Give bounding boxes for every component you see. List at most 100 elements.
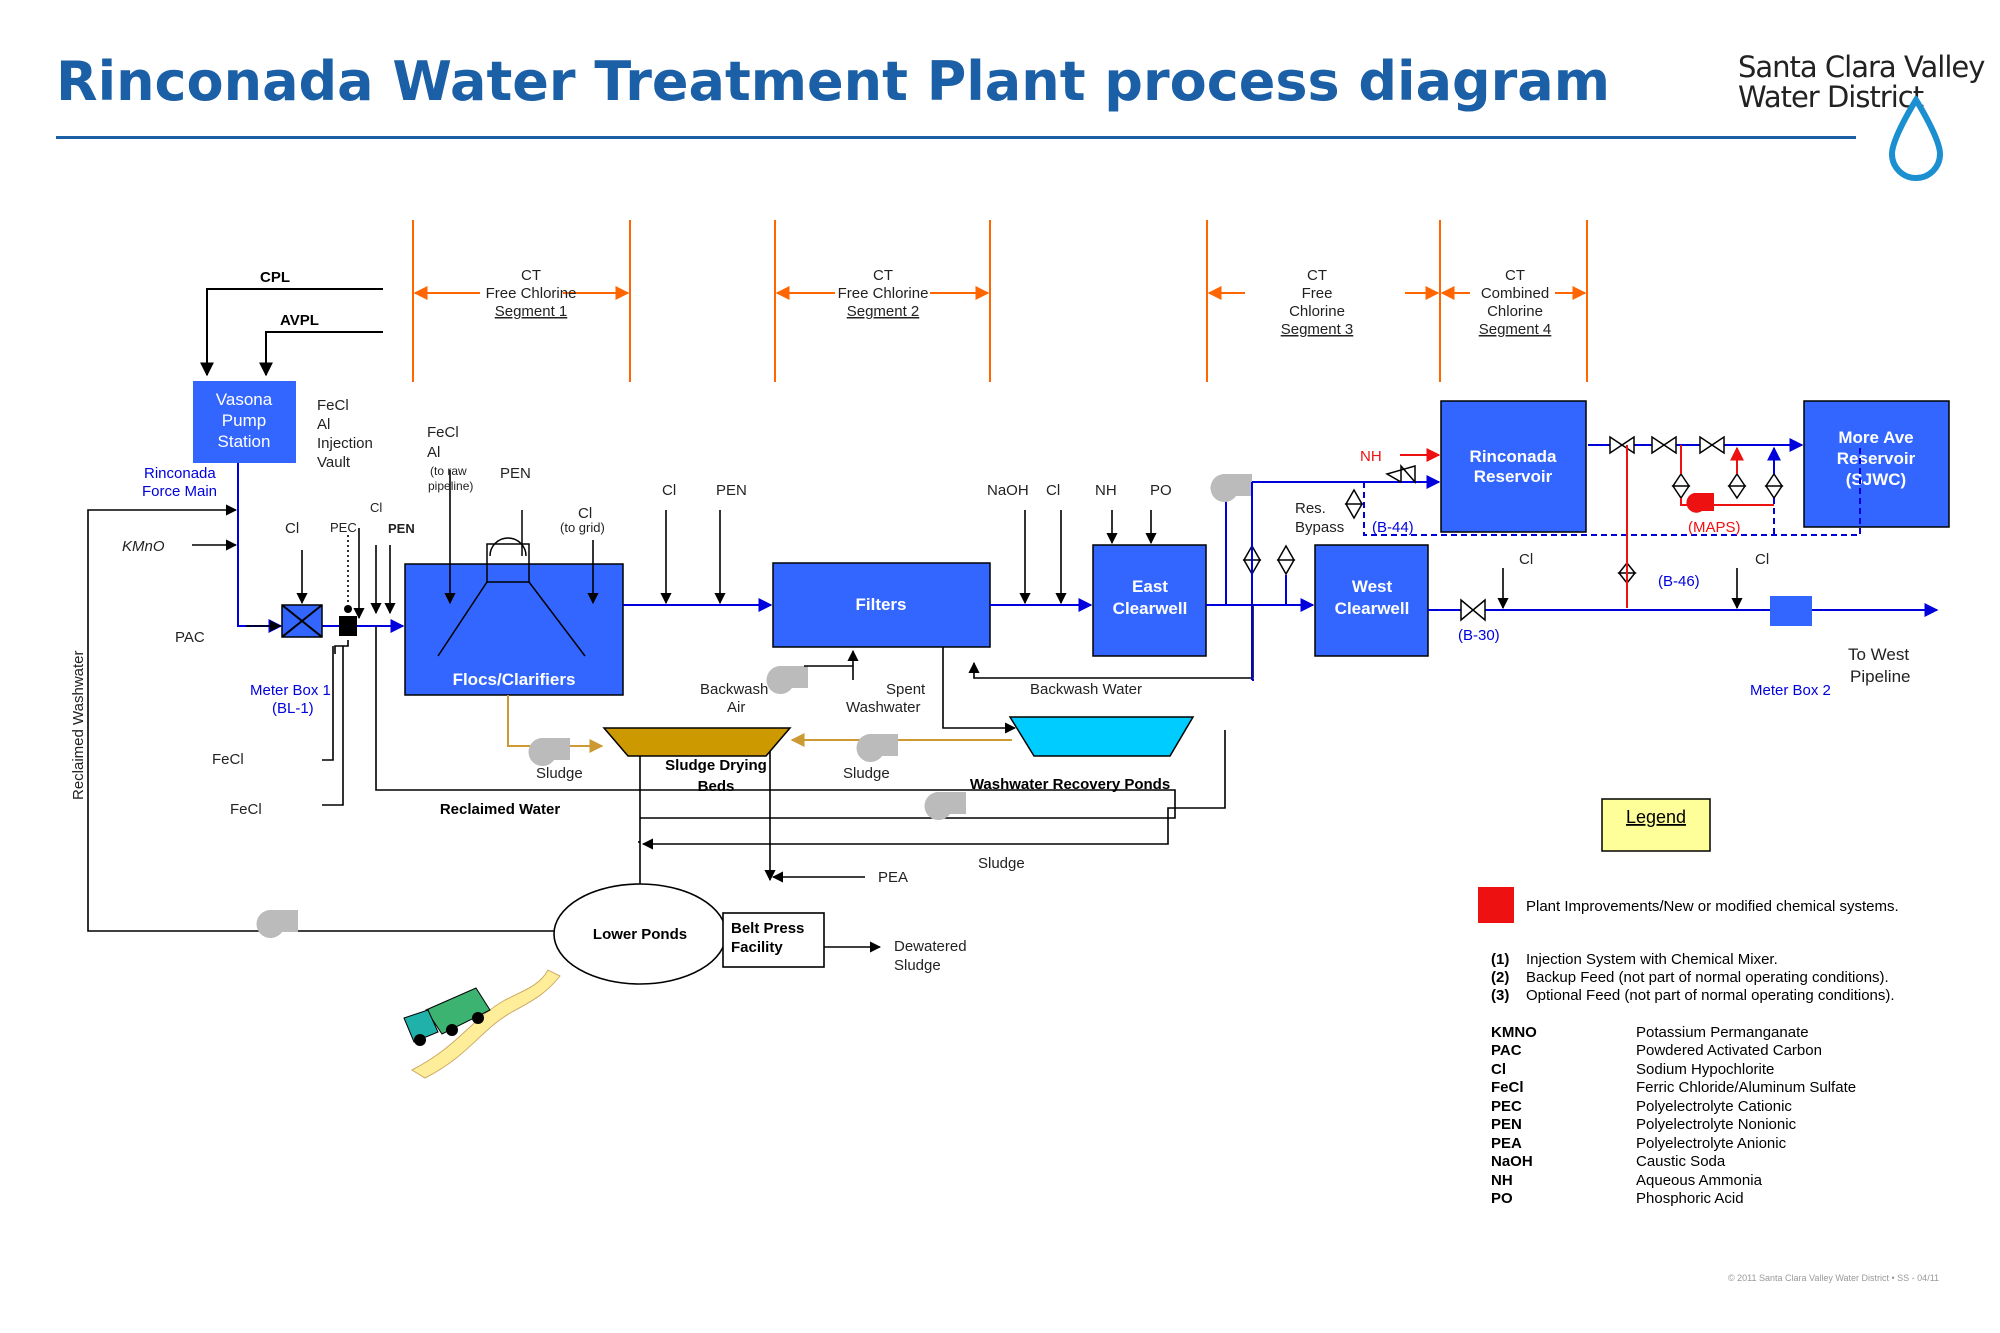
vasona-pump-station-box [193, 381, 296, 463]
improvement-note: Plant Improvements/New or modified chemi… [1526, 898, 1899, 915]
res-bypass-l2: Bypass [1295, 519, 1344, 536]
sludge-line-1 [507, 695, 604, 753]
meaning-7: Caustic Soda [1636, 1153, 1726, 1170]
valve-icon [1385, 464, 1416, 484]
b46-label: (B-46) [1658, 573, 1700, 590]
pump-icon [856, 734, 898, 762]
ct-segment-markers [412, 220, 1588, 382]
fecl-inj1-label: FeCl [212, 751, 244, 768]
rinconada-l2: Reservoir [1474, 467, 1553, 486]
pea-label: PEA [878, 869, 908, 886]
sludge-a-label: Sludge [536, 765, 583, 782]
ct-segment-labels: CT Free Chlorine Segment 1 CT Free Chlor… [486, 267, 1552, 338]
lower-ponds-label: Lower Ponds [593, 926, 687, 943]
note-key-3: (3) [1491, 987, 1509, 1004]
b44-label: (B-44) [1372, 519, 1414, 536]
ct3-seg: Segment 3 [1281, 321, 1354, 338]
note-text-1: Injection System with Chemical Mixer. [1526, 951, 1778, 968]
legend-title: Legend [1626, 807, 1686, 827]
backwash-water-label: Backwash Water [1030, 681, 1142, 698]
valve-icon [1651, 435, 1677, 455]
meaning-8: Aqueous Ammonia [1636, 1172, 1763, 1189]
valve-icon [1699, 435, 1725, 455]
sludge-drying-beds-shape [602, 727, 792, 757]
fecl-inj2-label: FeCl [230, 801, 262, 818]
moreave-l2: Reservoir [1837, 449, 1916, 468]
copyright-notice: © 2011 Santa Clara Valley Water District… [1728, 1273, 1940, 1283]
ct1-line1: CT [521, 267, 541, 284]
pac-label: PAC [175, 629, 205, 646]
ct4-seg: Segment 4 [1479, 321, 1552, 338]
valve-icon [1727, 472, 1747, 500]
injection-mixer [339, 616, 357, 636]
force-main-l2: Force Main [142, 483, 217, 500]
valve-icon [1276, 544, 1296, 576]
washwater-ponds-label: Washwater Recovery Ponds [970, 776, 1170, 793]
to-west-l1: To West [1848, 645, 1909, 664]
ct3-line1: CT [1307, 267, 1327, 284]
abbr-3: FeCl [1491, 1079, 1524, 1096]
sludge-beds-l1: Sludge Drying [665, 757, 767, 774]
ct1-seg: Segment 1 [495, 303, 568, 320]
b30-label: (B-30) [1458, 627, 1500, 644]
pump-icon [528, 738, 570, 766]
fecl-raw-l4: pipeline) [428, 479, 473, 493]
backwash-air-l2: Air [727, 699, 745, 716]
backwash-air-l1: Backwash [700, 681, 768, 698]
maps-pump-icon [1686, 493, 1714, 513]
legend-box [1601, 798, 1711, 852]
water-drop-icon [1888, 96, 1944, 181]
rinconada-reservoir-box [1440, 400, 1587, 533]
po4-label: PO [1150, 482, 1172, 499]
abbr-2: Cl [1491, 1061, 1506, 1078]
pen2-label: PEN [500, 465, 531, 482]
cl2-grid-l2: (to grid) [560, 520, 605, 535]
meter-box1-l2: (BL-1) [272, 700, 314, 717]
force-main-l1: Rinconada [144, 465, 216, 482]
reclaimed-water-label: Reclaimed Water [440, 801, 560, 818]
dewatered-l1: Dewatered [894, 938, 967, 955]
dump-truck-icon [403, 987, 491, 1046]
cl2-w-label: Cl [1519, 551, 1533, 568]
cl2-3-label: Cl [285, 520, 299, 537]
pump-icon [766, 666, 808, 694]
valve-icon [1609, 435, 1635, 455]
meaning-5: Polyelectrolyte Nonionic [1636, 1116, 1797, 1133]
ct2-line2: Free Chlorine [838, 285, 929, 302]
title-divider [56, 136, 1856, 139]
mixer-dot [344, 605, 352, 613]
meter-box-1 [281, 604, 323, 638]
pen-mid-label: PEN [716, 482, 747, 499]
east-l1: East [1132, 577, 1168, 596]
pump-icon [1210, 474, 1252, 502]
kmno4-label: KMnO [122, 538, 165, 555]
spent-ww-l1: Spent [886, 681, 926, 698]
note-key-2: (2) [1491, 969, 1509, 986]
unit-boxes [193, 381, 1950, 696]
cl2-grid-l1: Cl [578, 505, 592, 522]
abbr-4: PEC [1491, 1098, 1522, 1115]
meter-box-2 [1770, 596, 1812, 626]
ct4-line1: CT [1505, 267, 1525, 284]
east-clearwell-box [1092, 544, 1207, 657]
abbr-5: PEN [1491, 1116, 1522, 1133]
ct4-line3: Chlorine [1487, 303, 1543, 320]
meaning-4: Polyelectrolyte Cationic [1636, 1098, 1792, 1115]
rinconada-l1: Rinconada [1470, 447, 1557, 466]
west-l2: Clearwell [1335, 599, 1410, 618]
meaning-2: Sodium Hypochlorite [1636, 1061, 1774, 1078]
pen-label: PEN [388, 521, 415, 536]
clarifier-internals [437, 510, 586, 657]
filters-box [772, 562, 991, 648]
abbr-9: PO [1491, 1190, 1513, 1207]
fecl-raw-l1: FeCl [427, 424, 459, 441]
flocs-clarifiers-box [404, 563, 624, 696]
meter-box1-l1: Meter Box 1 [250, 682, 331, 699]
improvement-swatch [1478, 887, 1514, 923]
vault-l3: Injection [317, 435, 373, 452]
cpl-label: CPL [260, 269, 290, 286]
pump-icons [256, 474, 1252, 938]
cl2-mid-label: Cl [662, 482, 676, 499]
ct3-line2: Free [1302, 285, 1333, 302]
